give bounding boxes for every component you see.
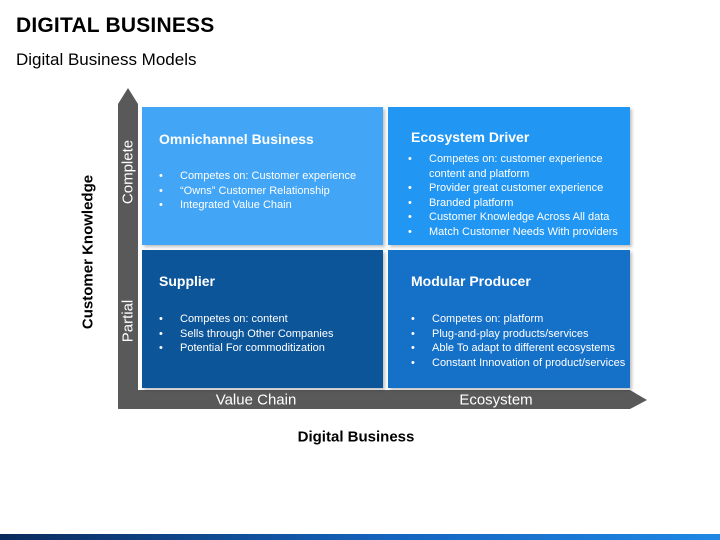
- slide-subtitle: Digital Business Models: [16, 50, 197, 69]
- bullet-item: Provider great customer experience: [408, 181, 626, 196]
- bullet-item: Branded platform: [408, 196, 626, 211]
- bullet-item: Competes on: Customer experience: [159, 169, 379, 184]
- x-tick-value-chain: Value Chain: [215, 391, 297, 409]
- footer-bar: [0, 534, 720, 540]
- quadrant-bullets: Competes on: content Sells through Other…: [159, 312, 379, 356]
- y-tick-complete: Complete: [119, 139, 137, 205]
- quadrant-bullets: Competes on: Customer experience “Owns” …: [159, 169, 379, 213]
- bullet-item: Integrated Value Chain: [159, 198, 379, 213]
- quadrant-ecosystem-driver: Ecosystem Driver Competes on: customer e…: [388, 107, 630, 245]
- bullet-item: Customer Knowledge Across All data: [408, 210, 626, 225]
- y-axis-title: Customer Knowledge: [79, 174, 97, 330]
- bullet-item: Able To adapt to different ecosystems: [411, 341, 626, 356]
- bullet-item: Constant Innovation of product/services: [411, 356, 626, 371]
- bullet-item: Competes on: platform: [411, 312, 626, 327]
- bullet-item: Potential For commoditization: [159, 341, 379, 356]
- x-tick-ecosystem: Ecosystem: [459, 391, 533, 409]
- quadrant-title: Supplier: [159, 273, 216, 289]
- bullet-item: Plug-and-play products/services: [411, 327, 626, 342]
- quadrant-bullets: Competes on: customer experience content…: [408, 152, 626, 240]
- quadrant-title: Ecosystem Driver: [411, 129, 530, 145]
- quadrant-bullets: Competes on: platform Plug-and-play prod…: [411, 312, 626, 370]
- bullet-item: Competes on: customer experience content…: [408, 152, 626, 181]
- y-axis-arrow: [118, 88, 138, 409]
- bullet-item: Match Customer Needs With providers: [408, 225, 626, 240]
- quadrant-omnichannel-business: Omnichannel Business Competes on: Custom…: [142, 107, 383, 245]
- x-axis-title: Digital Business: [297, 428, 415, 446]
- x-axis-arrow: [118, 390, 647, 409]
- quadrant-modular-producer: Modular Producer Competes on: platform P…: [388, 250, 630, 388]
- y-tick-partial: Partial: [119, 299, 137, 343]
- quadrant-supplier: Supplier Competes on: content Sells thro…: [142, 250, 383, 388]
- quadrant-title: Omnichannel Business: [159, 131, 314, 147]
- quadrant-title: Modular Producer: [411, 273, 531, 289]
- bullet-item: Sells through Other Companies: [159, 327, 379, 342]
- bullet-item: “Owns” Customer Relationship: [159, 184, 379, 199]
- slide-title: DIGITAL BUSINESS: [16, 14, 215, 37]
- bullet-item: Competes on: content: [159, 312, 379, 327]
